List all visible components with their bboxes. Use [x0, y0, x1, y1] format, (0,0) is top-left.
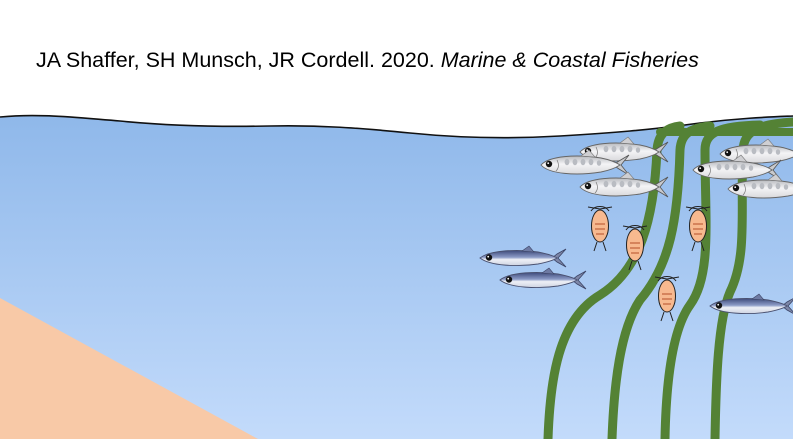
citation-line: JA Shaffer, SH Munsch, JR Cordell. 2020.…	[36, 48, 699, 73]
citation-header: JA Shaffer, SH Munsch, JR Cordell. 2020.…	[0, 44, 793, 78]
kelp-stalk	[607, 121, 715, 439]
citation-authors: JA Shaffer, SH Munsch, JR Cordell. 2020.	[36, 48, 435, 72]
water-surface-line	[0, 114, 793, 139]
citation-journal: Marine & Coastal Fisheries	[440, 48, 699, 72]
kelp-icon	[543, 117, 793, 439]
seafloor	[0, 298, 258, 439]
water-body	[0, 115, 793, 439]
